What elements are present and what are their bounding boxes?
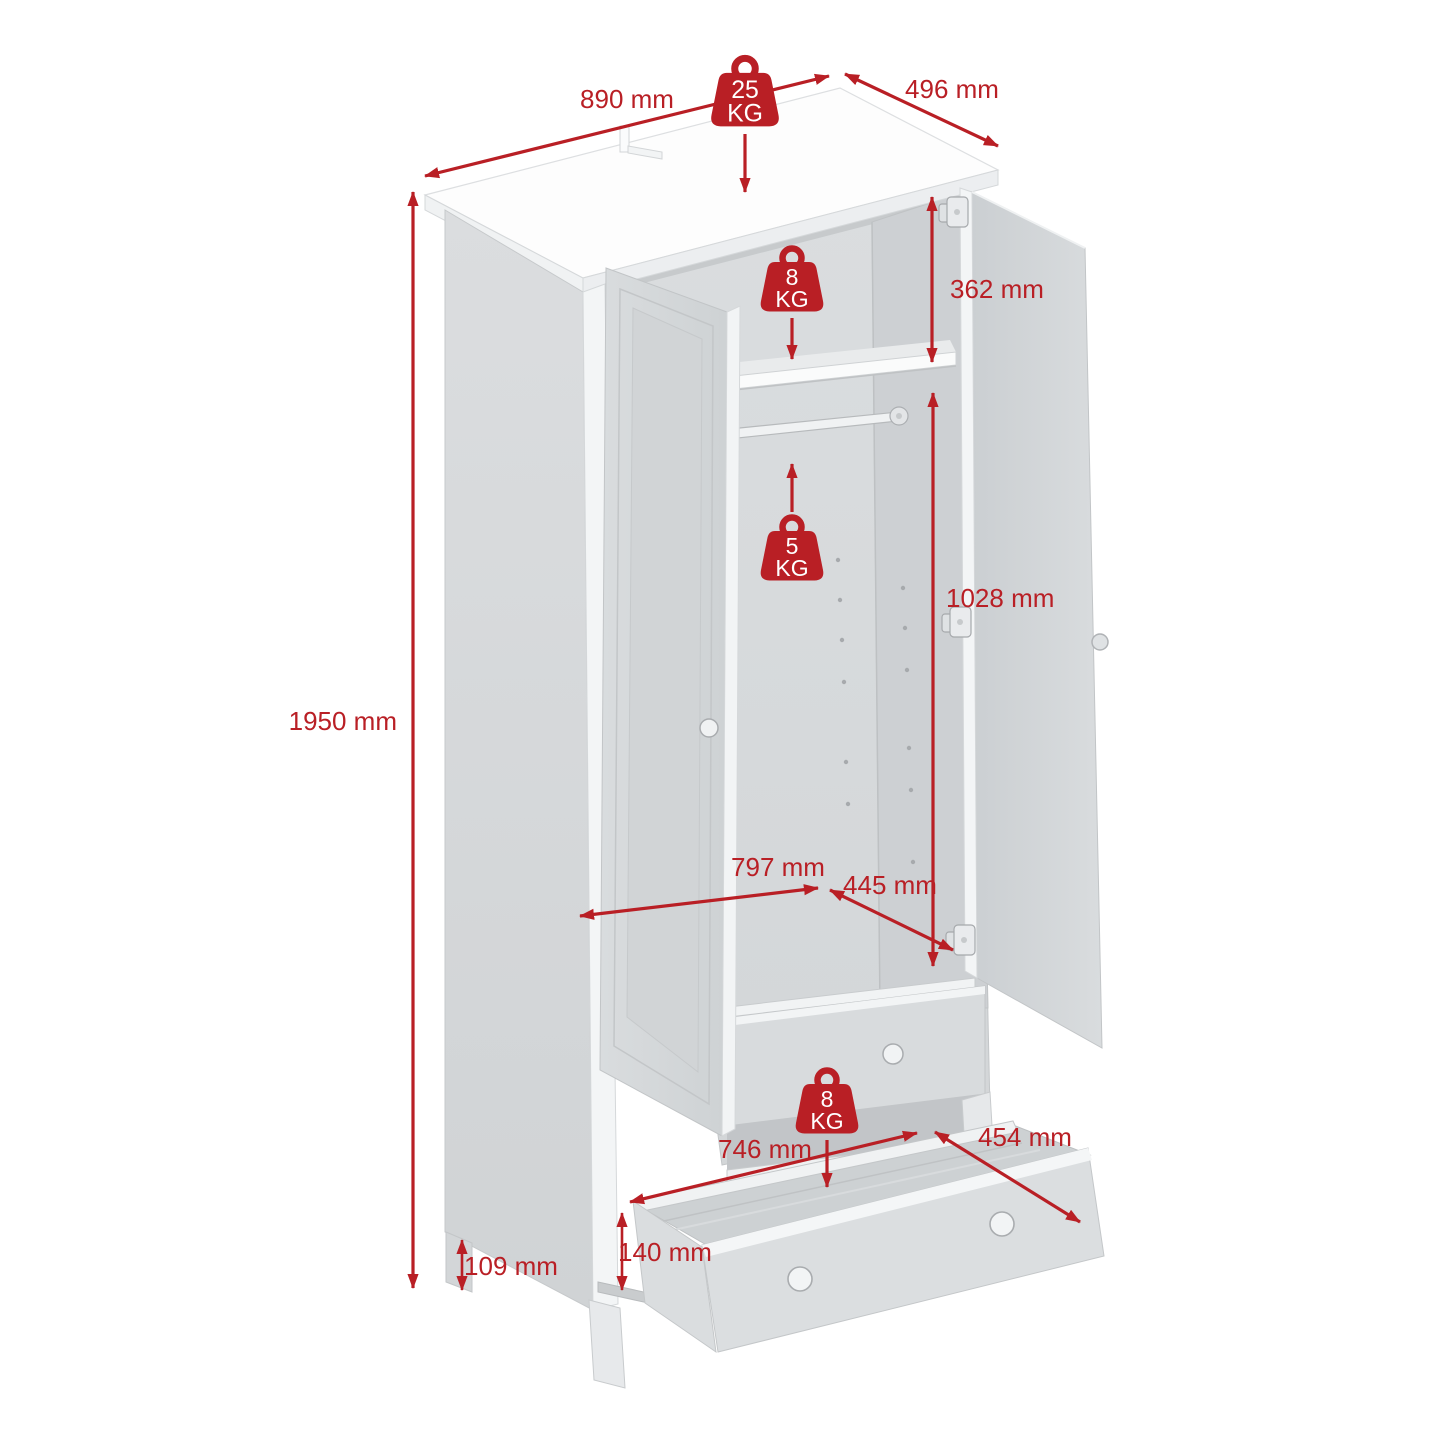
drawer-knob-left bbox=[787, 1266, 813, 1292]
weight-rail-value: 5 bbox=[786, 533, 799, 559]
dim-line-drawer-width bbox=[629, 1130, 918, 1205]
weight-icon-rail: 5 KG bbox=[760, 514, 824, 581]
weight-shelf-unit: KG bbox=[775, 286, 808, 312]
front-left-leg bbox=[588, 1299, 626, 1389]
left-side-panel bbox=[444, 209, 626, 1389]
dim-line-top-depth bbox=[844, 72, 999, 148]
dim-label-interior-width: 797 mm bbox=[731, 852, 825, 882]
right-door-knob bbox=[1091, 633, 1109, 651]
peg-holes bbox=[835, 557, 916, 865]
dim-label-drawer-width: 746 mm bbox=[718, 1134, 812, 1164]
right-door bbox=[938, 187, 1109, 1049]
dim-label-leg-height: 109 mm bbox=[464, 1251, 558, 1281]
left-door-knob bbox=[699, 718, 719, 738]
dim-label-top-width: 890 mm bbox=[580, 84, 674, 114]
weight-icon-shelf: 8 KG bbox=[760, 245, 824, 312]
dim-label-shelf-space: 362 mm bbox=[950, 274, 1044, 304]
dim-label-hanging-space: 1028 mm bbox=[946, 583, 1054, 613]
drawer-knob-right bbox=[989, 1211, 1015, 1237]
weight-shelf-value: 8 bbox=[786, 264, 799, 290]
weight-drawer-value: 8 bbox=[821, 1086, 834, 1112]
dim-line-drawer-depth bbox=[934, 1130, 1081, 1224]
dimension-annotations: 890 mm 496 mm 1950 mm 362 mm 1028 mm 797… bbox=[289, 54, 1081, 1291]
weight-top-value: 25 bbox=[731, 77, 759, 104]
dim-label-drawer-depth: 454 mm bbox=[978, 1122, 1072, 1152]
dim-label-top-depth: 496 mm bbox=[905, 74, 999, 104]
weight-icon-drawer: 8 KG bbox=[795, 1067, 859, 1134]
weight-drawer-unit: KG bbox=[810, 1108, 843, 1134]
weight-icon-top: 25 KG bbox=[711, 54, 779, 128]
dim-line-interior-width bbox=[579, 884, 819, 920]
internal-drawer-knob bbox=[882, 1043, 904, 1065]
left-door bbox=[599, 267, 741, 1137]
weight-top-unit: KG bbox=[727, 101, 763, 128]
weight-rail-unit: KG bbox=[775, 555, 808, 581]
dim-label-interior-depth: 445 mm bbox=[843, 870, 937, 900]
dim-label-overall-height: 1950 mm bbox=[289, 706, 397, 736]
dim-line-interior-depth bbox=[829, 888, 954, 952]
dim-label-drawer-height: 140 mm bbox=[618, 1237, 712, 1267]
